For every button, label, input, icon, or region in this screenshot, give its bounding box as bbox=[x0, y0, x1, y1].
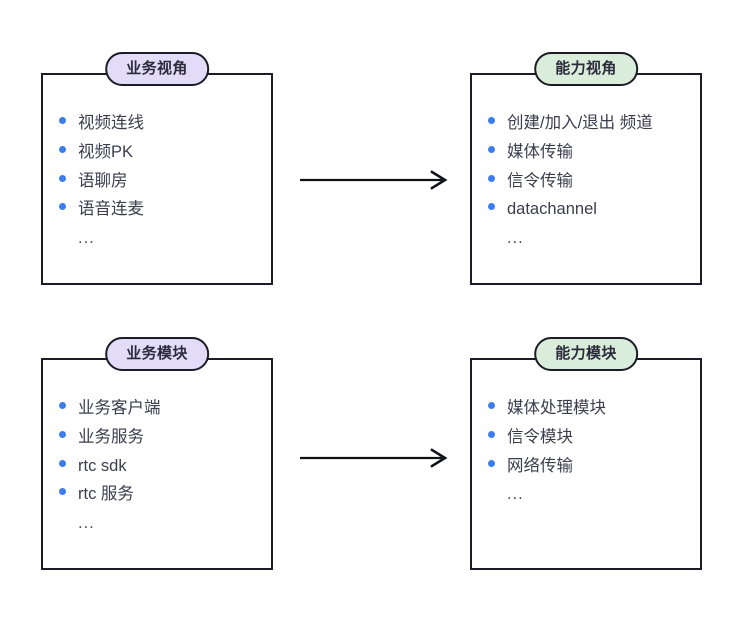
arrow-right-icon bbox=[300, 448, 448, 468]
bullet-icon bbox=[488, 117, 495, 124]
arrow-module bbox=[300, 446, 448, 470]
item-list-business-perspective: 视频连线 视频PK 语聊房 语音连麦 ... bbox=[43, 113, 271, 250]
list-item: datachannel bbox=[488, 199, 686, 221]
arrow-perspective bbox=[300, 168, 448, 192]
list-item-label: 语音连麦 bbox=[78, 200, 144, 219]
list-item: 媒体处理模块 bbox=[488, 398, 686, 420]
bullet-icon bbox=[488, 459, 495, 467]
list-item-label: 创建/加入/退出 频道 bbox=[507, 114, 653, 132]
panel-capability-module: 能力模块 媒体处理模块 信令模块 网络传输 ... bbox=[470, 337, 702, 570]
panel-business-perspective: 业务视角 视频连线 视频PK 语聊房 语音连麦 ... bbox=[41, 52, 273, 285]
list-item-label: 语聊房 bbox=[78, 171, 128, 190]
bullet-icon bbox=[59, 488, 66, 496]
panel-title-capability-perspective: 能力视角 bbox=[534, 52, 638, 86]
list-ellipsis: ... bbox=[78, 514, 95, 533]
list-item-label: rtc sdk bbox=[78, 456, 127, 475]
list-item: 信令传输 bbox=[488, 171, 686, 193]
list-item-label: 媒体传输 bbox=[507, 142, 573, 161]
list-item-label: 信令模块 bbox=[507, 427, 573, 446]
list-item-label: 信令传输 bbox=[507, 171, 573, 190]
list-ellipsis: ... bbox=[78, 229, 95, 248]
item-list-capability-perspective: 创建/加入/退出 频道 媒体传输 信令传输 datachannel ... bbox=[472, 113, 700, 250]
bullet-icon bbox=[488, 430, 495, 438]
list-item: rtc 服务 bbox=[59, 484, 257, 506]
list-item: 视频连线 bbox=[59, 113, 257, 135]
list-item: 网络传输 bbox=[488, 456, 686, 478]
list-item: 语音连麦 bbox=[59, 199, 257, 221]
panel-title-capability-module: 能力模块 bbox=[534, 337, 638, 371]
bullet-icon bbox=[488, 203, 495, 211]
list-item: 信令模块 bbox=[488, 427, 686, 449]
list-item-label: 媒体处理模块 bbox=[507, 399, 606, 417]
list-item-label: datachannel bbox=[507, 200, 597, 219]
bullet-icon bbox=[488, 145, 495, 153]
list-item: 业务服务 bbox=[59, 427, 257, 449]
list-item-label: rtc 服务 bbox=[78, 485, 134, 504]
list-item: rtc sdk bbox=[59, 456, 257, 478]
bullet-icon bbox=[59, 117, 66, 124]
list-item-label: 视频连线 bbox=[78, 114, 144, 132]
list-item: 创建/加入/退出 频道 bbox=[488, 113, 686, 135]
arrow-right-icon bbox=[300, 170, 448, 190]
panel-title-business-perspective: 业务视角 bbox=[105, 52, 209, 86]
bullet-icon bbox=[59, 402, 66, 409]
bullet-icon bbox=[59, 459, 66, 467]
item-list-business-module: 业务客户端 业务服务 rtc sdk rtc 服务 ... bbox=[43, 398, 271, 535]
list-item: 媒体传输 bbox=[488, 142, 686, 164]
panel-title-business-module: 业务模块 bbox=[105, 337, 209, 371]
list-item-label: 业务服务 bbox=[78, 427, 144, 446]
bullet-icon bbox=[488, 174, 495, 182]
panel-capability-perspective: 能力视角 创建/加入/退出 频道 媒体传输 信令传输 datachannel .… bbox=[470, 52, 702, 285]
item-list-capability-module: 媒体处理模块 信令模块 网络传输 ... bbox=[472, 398, 700, 506]
list-item: 业务客户端 bbox=[59, 398, 257, 420]
list-item-label: 视频PK bbox=[78, 142, 134, 161]
list-item: 视频PK bbox=[59, 142, 257, 164]
list-item-label: 业务客户端 bbox=[78, 399, 161, 417]
list-item: 语聊房 bbox=[59, 171, 257, 193]
bullet-icon bbox=[59, 430, 66, 438]
list-ellipsis: ... bbox=[507, 485, 524, 504]
panel-business-module: 业务模块 业务客户端 业务服务 rtc sdk rtc 服务 ... bbox=[41, 337, 273, 570]
bullet-icon bbox=[59, 174, 66, 182]
bullet-icon bbox=[488, 402, 495, 409]
bullet-icon bbox=[59, 203, 66, 211]
list-item-label: 网络传输 bbox=[507, 456, 573, 475]
bullet-icon bbox=[59, 145, 66, 153]
list-ellipsis: ... bbox=[507, 229, 524, 248]
